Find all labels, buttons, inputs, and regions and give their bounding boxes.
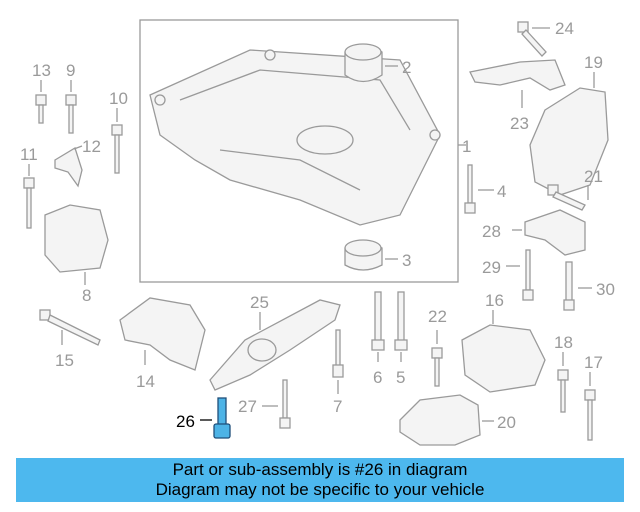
callout-2: 2 [402, 58, 411, 77]
callout-14: 14 [136, 372, 155, 391]
callout-19: 19 [584, 53, 603, 72]
callout-22: 22 [428, 307, 447, 326]
callout-24: 24 [555, 19, 574, 38]
bolt-5 [394, 291, 408, 351]
callout-17: 17 [584, 353, 603, 372]
callout-23: 23 [510, 114, 529, 133]
callout-26: 26 [176, 412, 195, 431]
callout-5: 5 [396, 368, 405, 387]
info-banner: Part or sub-assembly is #26 in diagram D… [16, 458, 624, 502]
callout-7: 7 [333, 397, 342, 416]
bolt-27 [279, 379, 291, 429]
bolt-7 [332, 329, 344, 378]
callout-6: 6 [373, 368, 382, 387]
callout-21: 21 [584, 167, 603, 186]
bolt-26 [213, 397, 231, 439]
mount-2 [344, 43, 383, 83]
bolt-4 [464, 164, 476, 214]
callout-29: 29 [482, 258, 501, 277]
bolt-29 [522, 249, 534, 301]
callout-8: 8 [82, 286, 91, 305]
callout-1: 1 [462, 137, 471, 156]
bolt-11 [23, 177, 35, 229]
subframe [149, 49, 441, 226]
callout-13: 13 [32, 61, 51, 80]
callout-18: 18 [554, 333, 573, 352]
parts-diagram: 1 2 3 13 9 10 11 12 8 15 14 25 27 [20, 19, 615, 446]
callout-28: 28 [482, 222, 501, 241]
bracket-23 [469, 59, 566, 91]
mount-16 [461, 324, 546, 393]
callout-3: 3 [402, 251, 411, 270]
bolt-18 [557, 369, 569, 413]
mount-8 [44, 204, 109, 273]
bracket-28 [524, 209, 586, 256]
bolt-10 [111, 124, 123, 174]
callout-4: 4 [497, 182, 506, 201]
subframe-frame-box [139, 19, 459, 283]
mount-20 [399, 394, 481, 446]
bolt-22 [431, 347, 443, 387]
callout-10: 10 [109, 89, 128, 108]
callout-12: 12 [82, 137, 101, 156]
banner-line-2: Diagram may not be specific to your vehi… [155, 480, 485, 499]
bolt-24 [517, 21, 547, 57]
callout-20: 20 [497, 413, 516, 432]
bolt-21 [547, 184, 586, 211]
bolt-13 [35, 94, 47, 124]
bolt-15 [39, 309, 101, 346]
bracket-14 [119, 297, 206, 371]
bolt-30 [563, 261, 575, 311]
callout-25: 25 [250, 293, 269, 312]
callout-30: 30 [596, 280, 615, 299]
bolt-6 [371, 291, 385, 351]
bolt-9 [65, 94, 77, 134]
mount-19 [529, 87, 609, 196]
callout-11: 11 [20, 145, 38, 164]
callout-9: 9 [66, 61, 75, 80]
bracket-12 [54, 147, 83, 188]
mount-3 [344, 239, 383, 271]
callout-15: 15 [55, 351, 74, 370]
callout-16: 16 [485, 291, 504, 310]
bolt-17 [584, 389, 596, 441]
callout-27: 27 [238, 397, 257, 416]
banner-line-1: Part or sub-assembly is #26 in diagram [172, 460, 468, 479]
